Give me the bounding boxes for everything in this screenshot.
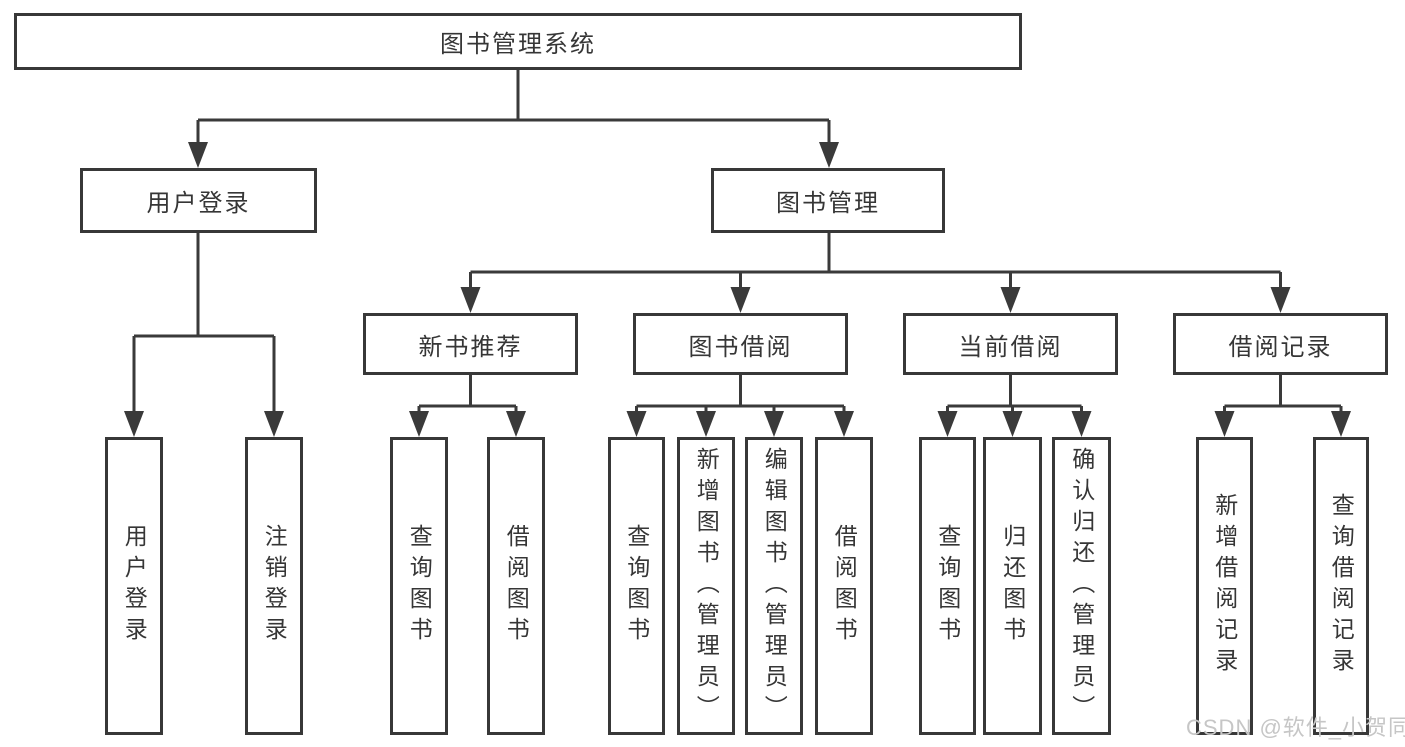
leaf-query-books-borrow-label: 查询图书	[623, 524, 650, 648]
csdn-watermark: CSDN @软件_小贺同学	[1186, 715, 1405, 740]
leaf-borrow-books-recommend-label: 借阅图书	[503, 524, 530, 648]
leaf-query-books-current: 查询图书	[919, 437, 976, 735]
leaf-add-borrow-record: 新增借阅记录	[1196, 437, 1253, 735]
node-book-management: 图书管理	[711, 168, 945, 233]
leaf-logout: 注销登录	[245, 437, 303, 735]
node-borrow-records: 借阅记录	[1173, 313, 1388, 375]
leaf-query-borrow-record: 查询借阅记录	[1313, 437, 1369, 735]
leaf-borrow-books: 借阅图书	[815, 437, 873, 735]
leaf-logout-label: 注销登录	[261, 524, 288, 648]
leaf-user-login-label: 用户登录	[121, 524, 148, 648]
connector-new-book-children	[409, 375, 526, 437]
leaf-query-books-current-label: 查询图书	[934, 524, 961, 648]
node-new-book-recommend: 新书推荐	[363, 313, 578, 375]
leaf-query-books-recommend-label: 查询图书	[406, 524, 433, 648]
leaf-borrow-books-label: 借阅图书	[831, 524, 858, 648]
connector-borrow-records-children	[1214, 375, 1351, 437]
node-current-borrow: 当前借阅	[903, 313, 1118, 375]
leaf-confirm-return-admin-label: 确认归还（管理员）	[1068, 446, 1095, 726]
connector-user-login-children	[124, 233, 284, 437]
node-book-borrow: 图书借阅	[633, 313, 848, 375]
node-root-system: 图书管理系统	[14, 13, 1022, 70]
leaf-add-book-admin-label: 新增图书（管理员）	[693, 446, 720, 726]
leaf-confirm-return-admin: 确认归还（管理员）	[1052, 437, 1111, 735]
leaf-return-book: 归还图书	[983, 437, 1042, 735]
node-user-login: 用户登录	[80, 168, 317, 233]
leaf-return-book-label: 归还图书	[999, 524, 1026, 648]
leaf-borrow-books-recommend: 借阅图书	[487, 437, 545, 735]
leaf-edit-book-admin: 编辑图书（管理员）	[745, 437, 803, 735]
connector-current-borrow-children	[937, 375, 1092, 437]
leaf-query-borrow-record-label: 查询借阅记录	[1328, 493, 1355, 679]
connector-book-management-children	[460, 233, 1291, 313]
leaf-add-borrow-record-label: 新增借阅记录	[1211, 493, 1238, 679]
leaf-query-books-recommend: 查询图书	[390, 437, 448, 735]
leaf-add-book-admin: 新增图书（管理员）	[677, 437, 735, 735]
leaf-user-login: 用户登录	[105, 437, 163, 735]
connector-root-to-level2	[188, 70, 839, 168]
leaf-query-books-borrow: 查询图书	[608, 437, 665, 735]
leaf-edit-book-admin-label: 编辑图书（管理员）	[761, 446, 788, 726]
connector-book-borrow-children	[626, 375, 854, 437]
